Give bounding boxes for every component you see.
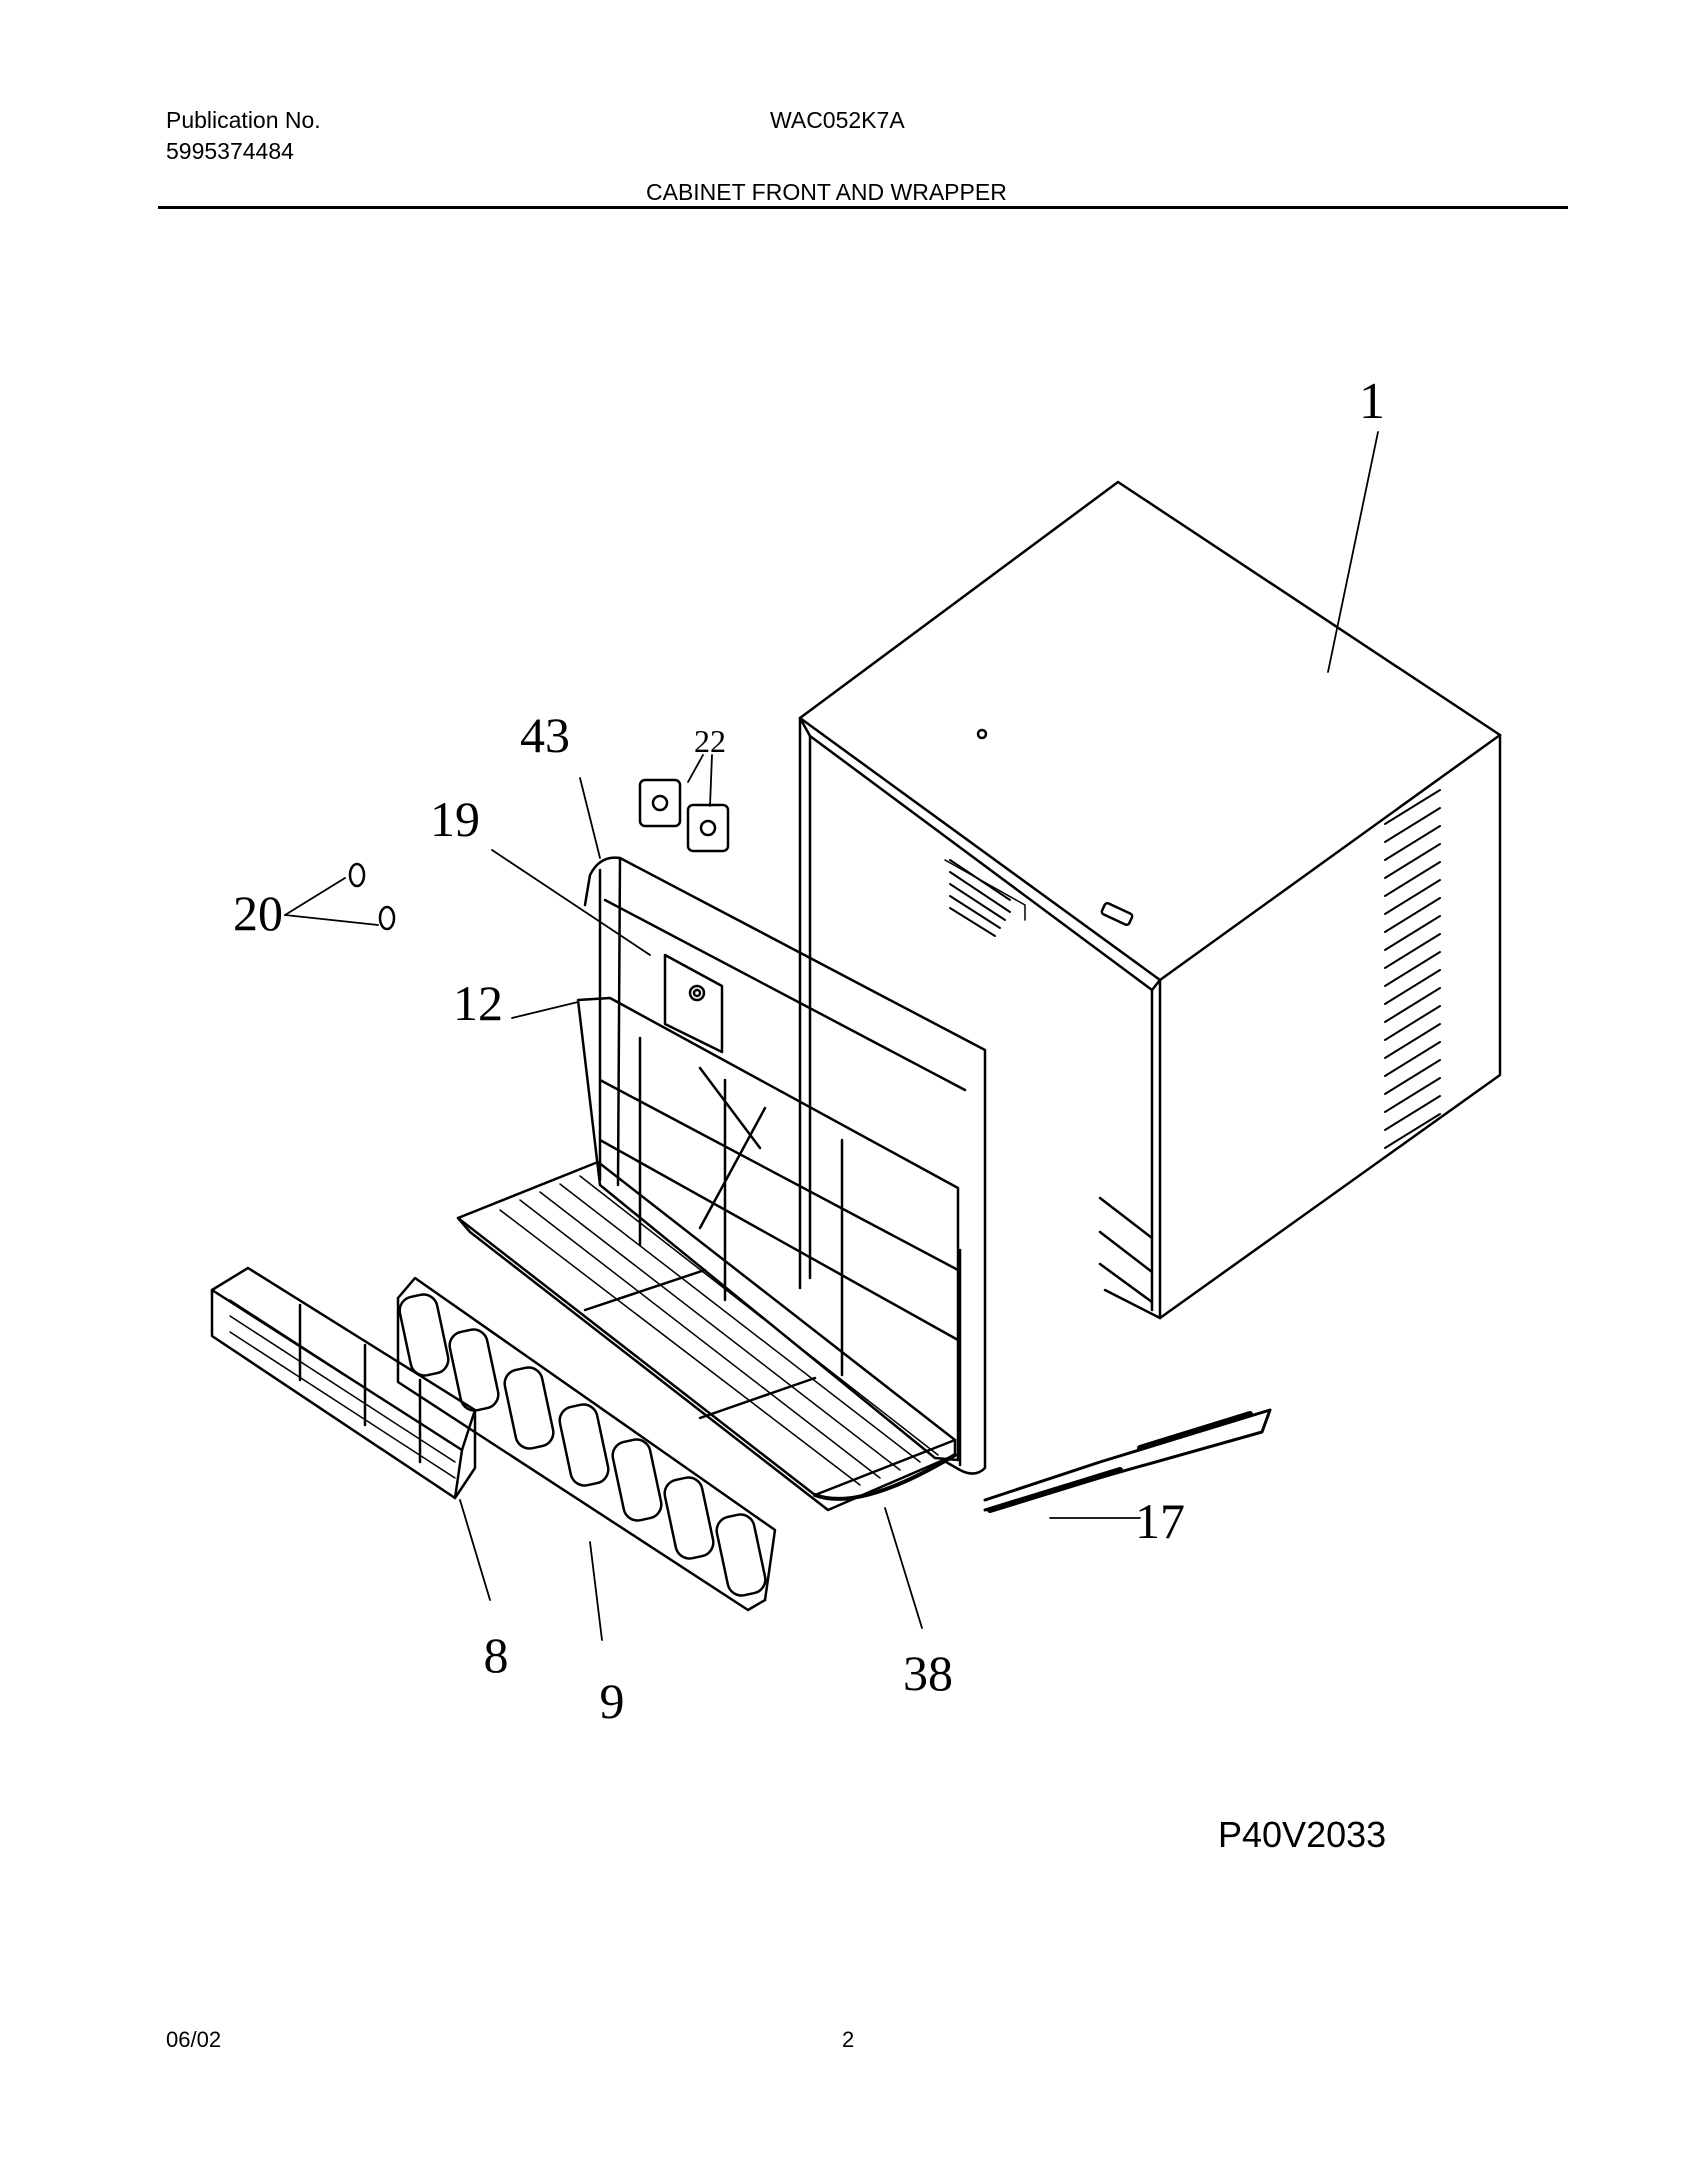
section-title: CABINET FRONT AND WRAPPER — [646, 179, 1007, 205]
header-rule — [158, 206, 1568, 209]
control-knobs — [638, 778, 730, 853]
callout-12: 12 — [453, 975, 503, 1031]
callout-1: 1 — [1359, 373, 1385, 430]
callout-20: 20 — [233, 885, 283, 941]
callout-19: 19 — [430, 791, 480, 847]
bottom-trim-strip — [983, 1408, 1272, 1513]
page-number: 2 — [842, 2027, 855, 2052]
callout-43: 43 — [520, 707, 570, 763]
cabinet-wrapper — [798, 480, 1502, 1320]
publication-label: Publication No. — [166, 107, 321, 133]
model-number: WAC052K7A — [770, 107, 905, 133]
leader-lines — [284, 431, 1379, 1641]
front-grille — [456, 1160, 957, 1512]
callout-9: 9 — [600, 1673, 625, 1729]
vane-assembly — [396, 1276, 777, 1612]
publication-date: 06/02 — [166, 2027, 222, 2052]
publication-number: 5995374484 — [166, 138, 294, 164]
callout-38: 38 — [903, 1645, 953, 1701]
callout-17: 17 — [1135, 1493, 1185, 1549]
louver-assembly — [210, 1266, 477, 1500]
callout-8: 8 — [484, 1627, 509, 1683]
drawing-id: P40V2033 — [1218, 1814, 1387, 1855]
cabinet-rear-louvers — [949, 859, 1011, 937]
callout-22: 22 — [694, 723, 726, 759]
air-filter — [576, 996, 960, 1462]
retaining-clips — [348, 862, 396, 931]
cabinet-side-louvers — [1384, 789, 1441, 1149]
control-panel — [663, 953, 724, 1054]
